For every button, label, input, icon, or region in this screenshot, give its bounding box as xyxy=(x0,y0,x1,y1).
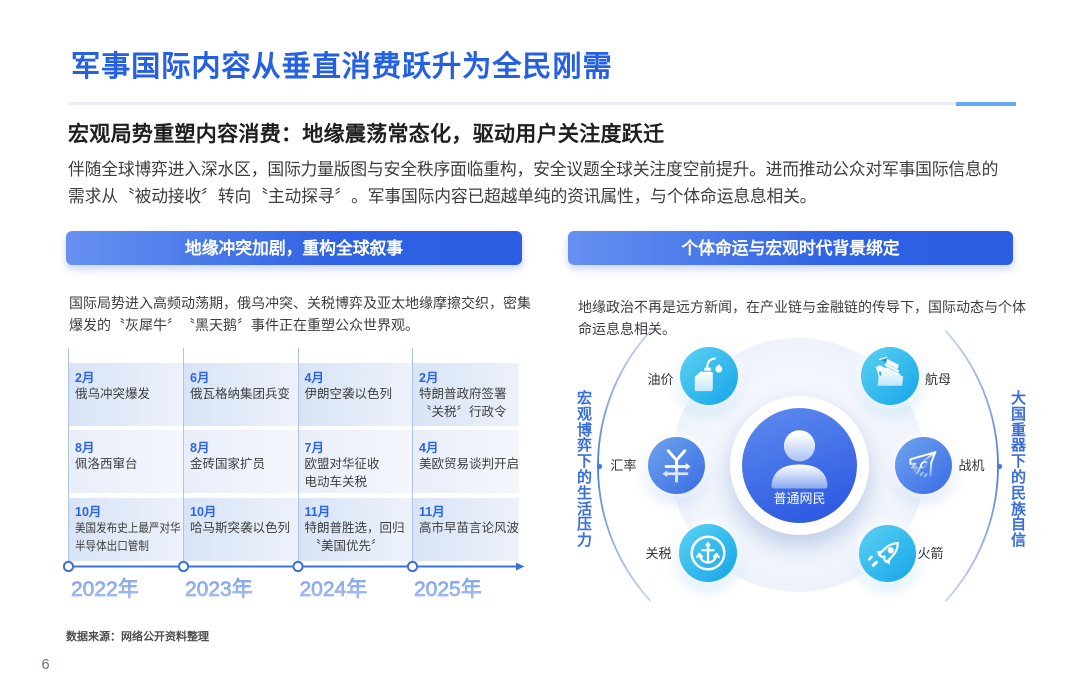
svg-text:普通网民: 普通网民 xyxy=(773,491,825,506)
